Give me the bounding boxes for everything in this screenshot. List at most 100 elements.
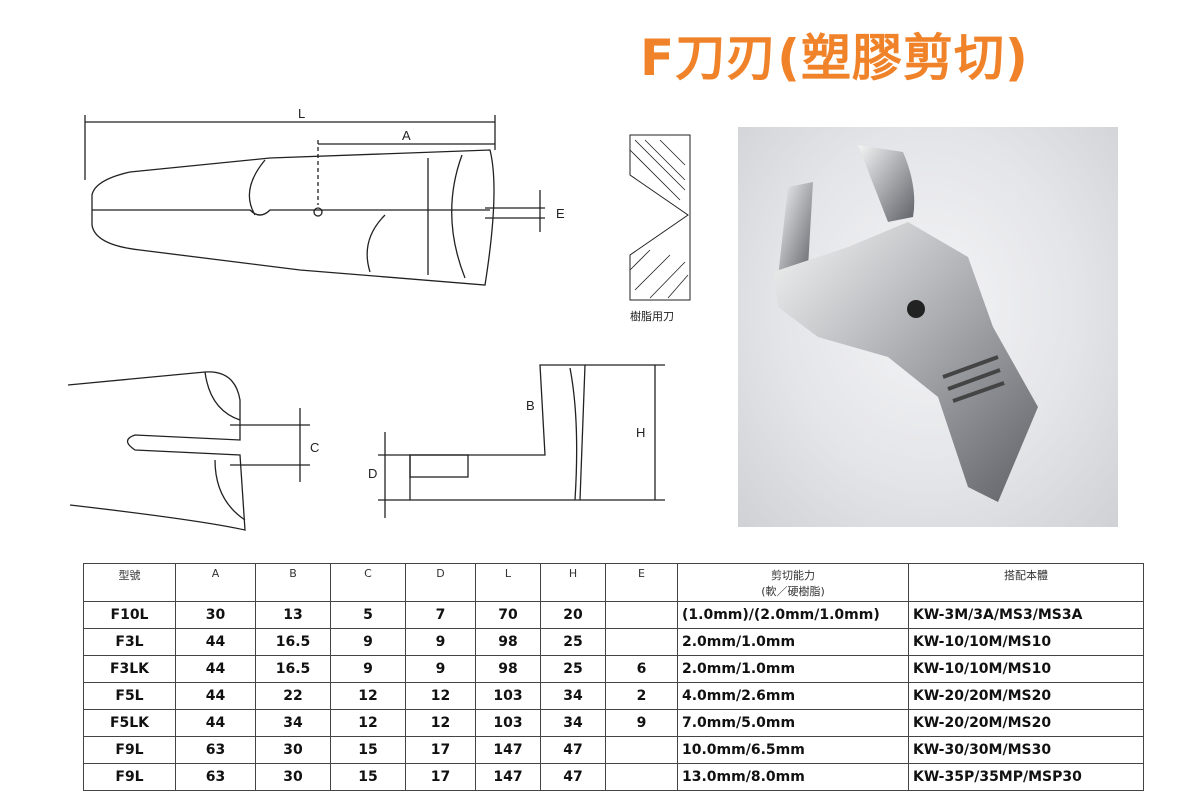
table-cell: 103 xyxy=(475,682,541,710)
dimension-label-c: C xyxy=(310,440,320,455)
column-header: H xyxy=(540,563,606,602)
table-cell: 12 xyxy=(405,682,476,710)
product-photo xyxy=(738,127,1118,527)
table-cell: 9 xyxy=(605,709,678,737)
table-cell: 17 xyxy=(405,763,476,791)
table-cell: 30 xyxy=(255,736,331,764)
table-cell: 16.5 xyxy=(255,655,331,683)
table-cell: 12 xyxy=(330,682,406,710)
technical-drawings xyxy=(67,115,691,531)
dimension-label-b: B xyxy=(526,398,535,413)
column-header: L xyxy=(475,563,541,602)
table-cell: F9L xyxy=(83,736,176,764)
table-cell: KW-10/10M/MS10 xyxy=(908,628,1144,656)
blade-front-view-drawing xyxy=(378,364,665,518)
table-cell: 17 xyxy=(405,736,476,764)
table-cell: 6 xyxy=(605,655,678,683)
table-cell: 63 xyxy=(175,736,256,764)
table-cell: 2.0mm/1.0mm xyxy=(677,628,909,656)
table-cell: 34 xyxy=(540,709,606,737)
table-cell xyxy=(605,628,678,656)
table-cell: KW-20/20M/MS20 xyxy=(908,682,1144,710)
column-header: D xyxy=(405,563,476,602)
table-cell: 44 xyxy=(175,709,256,737)
table-cell: 4.0mm/2.6mm xyxy=(677,682,909,710)
table-cell: 44 xyxy=(175,655,256,683)
column-header: B xyxy=(255,563,331,602)
table-cell: 47 xyxy=(540,736,606,764)
table-cell: 25 xyxy=(540,655,606,683)
table-cell: KW-30/30M/MS30 xyxy=(908,736,1144,764)
table-cell: 34 xyxy=(255,709,331,737)
table-cell: (1.0mm)/(2.0mm/1.0mm) xyxy=(677,601,909,629)
table-cell xyxy=(605,763,678,791)
table-cell: 103 xyxy=(475,709,541,737)
table-cell: KW-10/10M/MS10 xyxy=(908,655,1144,683)
dimension-label-a: A xyxy=(402,128,411,143)
table-cell: 12 xyxy=(330,709,406,737)
table-cell: 25 xyxy=(540,628,606,656)
table-cell: 20 xyxy=(540,601,606,629)
table-cell: 5 xyxy=(330,601,406,629)
column-header: A xyxy=(175,563,256,602)
table-cell: 15 xyxy=(330,736,406,764)
table-cell: 44 xyxy=(175,682,256,710)
table-cell: 22 xyxy=(255,682,331,710)
table-cell: 98 xyxy=(475,655,541,683)
table-cell: 9 xyxy=(330,655,406,683)
table-cell: 13.0mm/8.0mm xyxy=(677,763,909,791)
blade-top-view-drawing xyxy=(84,115,545,286)
page-title: F刀刃(塑膠剪切) xyxy=(640,29,1029,87)
column-header: 型號 xyxy=(83,563,176,602)
resin-blade-caption: 樹脂用刀 xyxy=(630,311,674,323)
table-cell: 16.5 xyxy=(255,628,331,656)
column-header: E xyxy=(605,563,678,602)
dimension-label-l: L xyxy=(298,106,306,121)
table-cell: 10.0mm/6.5mm xyxy=(677,736,909,764)
table-cell: 63 xyxy=(175,763,256,791)
table-cell: KW-35P/35MP/MSP30 xyxy=(908,763,1144,791)
table-cell: 34 xyxy=(540,682,606,710)
dimension-label-d: D xyxy=(368,466,378,481)
table-cell: F3LK xyxy=(83,655,176,683)
table-cell: 7 xyxy=(405,601,476,629)
table-cell: 147 xyxy=(475,763,541,791)
table-cell: 7.0mm/5.0mm xyxy=(677,709,909,737)
table-cell: 147 xyxy=(475,736,541,764)
table-cell: 47 xyxy=(540,763,606,791)
table-cell: 13 xyxy=(255,601,331,629)
column-header: 搭配本體 xyxy=(908,563,1144,602)
table-cell: KW-20/20M/MS20 xyxy=(908,709,1144,737)
table-cell: 98 xyxy=(475,628,541,656)
table-cell: 30 xyxy=(255,763,331,791)
table-cell: KW-3M/3A/MS3/MS3A xyxy=(908,601,1144,629)
table-cell: 44 xyxy=(175,628,256,656)
table-cell: 70 xyxy=(475,601,541,629)
blade-photo-illustration xyxy=(773,145,1038,502)
column-header: 剪切能力 (軟／硬樹脂) xyxy=(677,563,909,602)
table-cell: F5L xyxy=(83,682,176,710)
table-cell: 30 xyxy=(175,601,256,629)
table-cell: F10L xyxy=(83,601,176,629)
table-cell: 9 xyxy=(405,655,476,683)
dimension-label-h: H xyxy=(636,425,646,440)
table-cell xyxy=(605,736,678,764)
table-cell: 9 xyxy=(405,628,476,656)
resin-blade-profile-drawing xyxy=(629,134,691,301)
dimension-label-e: E xyxy=(556,206,565,221)
table-cell: F9L xyxy=(83,763,176,791)
table-cell: 2.0mm/1.0mm xyxy=(677,655,909,683)
table-cell: F3L xyxy=(83,628,176,656)
blade-side-view-drawing xyxy=(67,371,310,531)
table-cell: 9 xyxy=(330,628,406,656)
table-cell: 2 xyxy=(605,682,678,710)
